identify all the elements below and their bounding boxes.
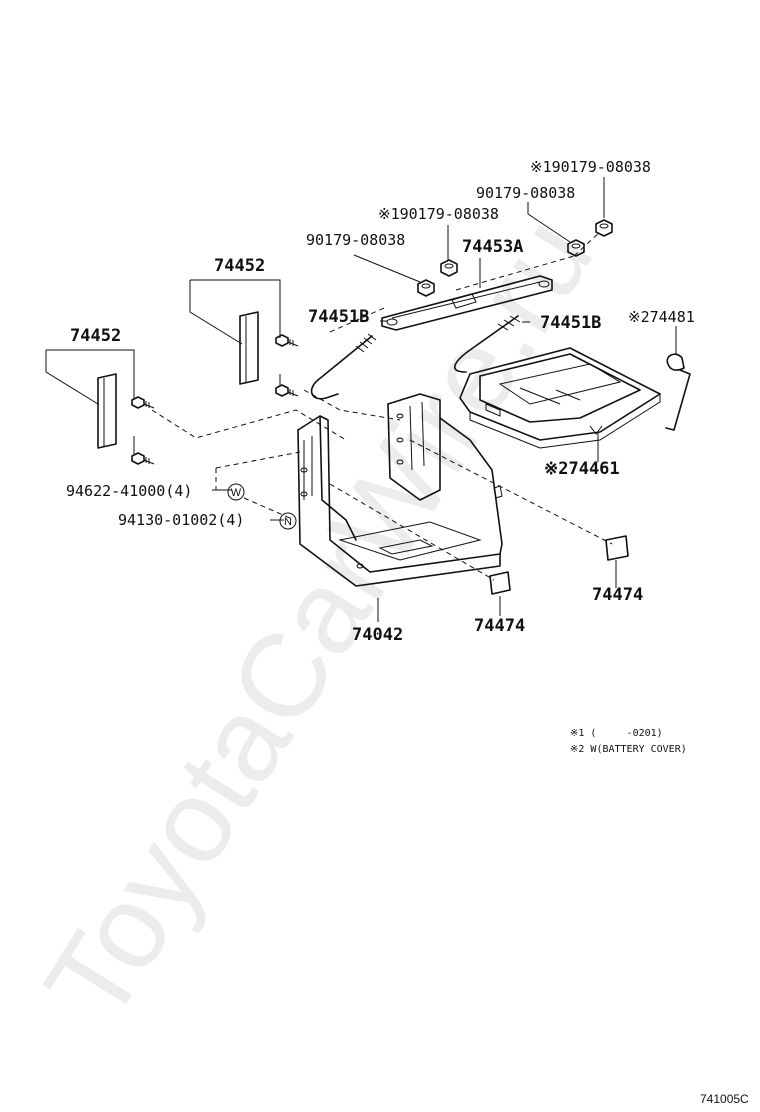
label-p10: 74452 [70,326,121,346]
label-p1: ※190179-08038 [530,158,651,176]
svg-text:N: N [284,516,292,528]
label-p3: ※190179-08038 [378,205,499,223]
hook-bolt-right [453,315,521,373]
clip-74481 [665,353,691,431]
pad-74474-right [605,535,629,561]
spacer-pad-lower [97,373,117,449]
spacer-pad-upper [239,311,259,385]
label-p9: ※274481 [628,308,695,326]
circle-mark-w: W [227,483,245,501]
label-p15: 74474 [474,616,525,636]
label-p11: ※274461 [544,459,620,479]
nut-upper-right [595,219,613,237]
label-p2: 90179-08038 [476,184,575,202]
clamp-bar-74453a [381,275,553,331]
nut-upper-left [440,259,458,277]
label-p13: 94130-01002(4) [118,511,244,529]
svg-text:W: W [231,487,242,499]
screw-lower-b [131,452,155,465]
diagram-code: 741005C [700,1092,749,1106]
label-p8: 74451B [540,313,601,333]
label-p16: 74042 [352,625,403,645]
nut-lower-left [417,279,435,297]
circle-mark-n: N [279,512,297,530]
label-p4: 90179-08038 [306,231,405,249]
battery-cover-74461 [459,347,661,449]
note-1: ※1 ( -0201) [570,728,663,739]
label-p7: 74451B [308,307,369,327]
battery-tray-74042 [297,393,503,587]
leader-lines [45,177,677,622]
pad-74474-lower [489,571,511,595]
hook-bolt-left [310,333,377,400]
screw-upper-a [275,334,299,347]
label-p6: 74452 [214,256,265,276]
screw-lower-a [131,396,155,409]
label-p5: 74453A [462,237,523,257]
screw-upper-b [275,384,299,397]
nut-second-right [567,239,585,257]
dashed-lines [151,231,613,581]
label-p14: 74474 [592,585,643,605]
note-2: ※2 W(BATTERY COVER) [570,744,687,755]
label-p12: 94622-41000(4) [66,482,192,500]
